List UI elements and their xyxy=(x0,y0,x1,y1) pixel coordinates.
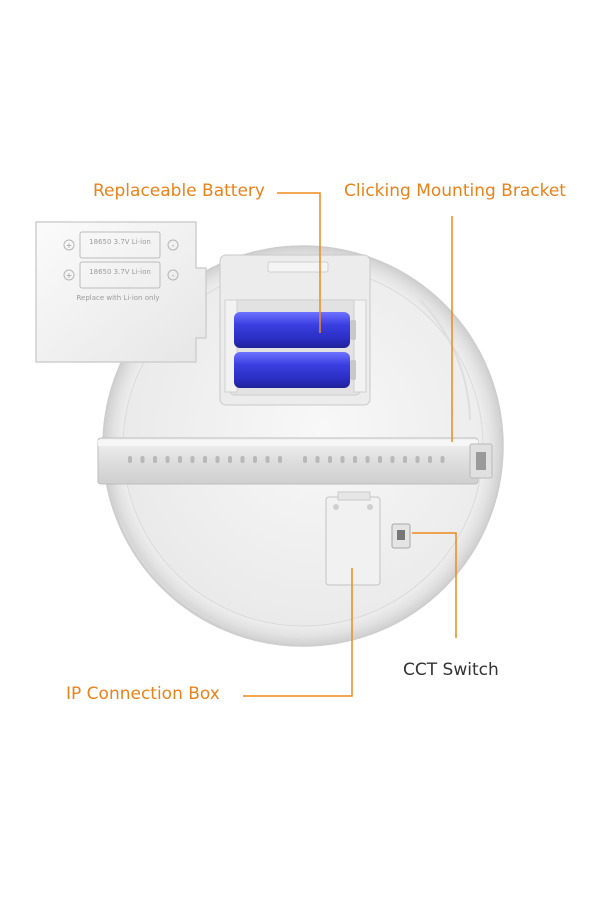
bracket-slot xyxy=(315,456,320,463)
bracket-slot xyxy=(165,456,170,463)
bracket-slot xyxy=(265,456,270,463)
label-clicking-mounting-bracket: Clicking Mounting Bracket xyxy=(344,181,566,201)
bracket-slots xyxy=(128,456,445,463)
cover-plus-top: + xyxy=(66,241,73,250)
battery-top xyxy=(234,312,356,348)
bracket-slot xyxy=(240,456,245,463)
bracket-slot xyxy=(378,456,382,463)
bracket-slot xyxy=(340,456,345,463)
bracket-slot xyxy=(428,456,432,463)
cct-leader xyxy=(412,532,457,638)
label-ip-connection-box: IP Connection Box xyxy=(66,684,220,704)
bracket-slot xyxy=(403,456,407,463)
bracket-slot xyxy=(153,456,157,463)
callout-lines xyxy=(243,192,457,697)
ip-leader xyxy=(243,568,353,697)
label-replaceable-battery: Replaceable Battery xyxy=(93,181,265,201)
bracket-slot xyxy=(390,456,395,463)
mounting-bracket xyxy=(97,437,493,485)
cover-cell-label-bottom: 18650 3.7V Li-ion xyxy=(89,268,151,276)
bracket-slot xyxy=(303,456,307,463)
bracket-slot xyxy=(228,456,232,463)
battery-cover: + - + - 18650 3.7V Li-ion 18650 3.7V Li-… xyxy=(35,221,207,363)
bracket-slot xyxy=(140,456,145,463)
bracket-slot xyxy=(203,456,207,463)
ip-connection-box xyxy=(325,491,381,586)
label-cct-switch: CCT Switch xyxy=(403,660,499,680)
bracket-slot xyxy=(190,456,195,463)
battery-bottom xyxy=(234,352,356,388)
bracket-slot xyxy=(278,456,282,463)
bracket-slot xyxy=(415,456,420,463)
battery-leader xyxy=(277,192,321,333)
bracket-slot xyxy=(353,456,357,463)
cover-minus-top: - xyxy=(172,241,175,250)
bracket-slot xyxy=(253,456,257,463)
bracket-slot xyxy=(128,456,132,463)
bracket-slot xyxy=(440,456,445,463)
cover-cell-label-top: 18650 3.7V Li-ion xyxy=(89,238,151,246)
cover-minus-bottom: - xyxy=(172,271,175,280)
bracket-slot xyxy=(328,456,332,463)
cover-plus-bottom: + xyxy=(66,271,73,280)
bracket-slot xyxy=(365,456,370,463)
bracket-slot xyxy=(178,456,182,463)
bracket-slot xyxy=(215,456,220,463)
cover-notice: Replace with Li-ion only xyxy=(76,294,159,302)
cct-switch xyxy=(391,523,411,549)
